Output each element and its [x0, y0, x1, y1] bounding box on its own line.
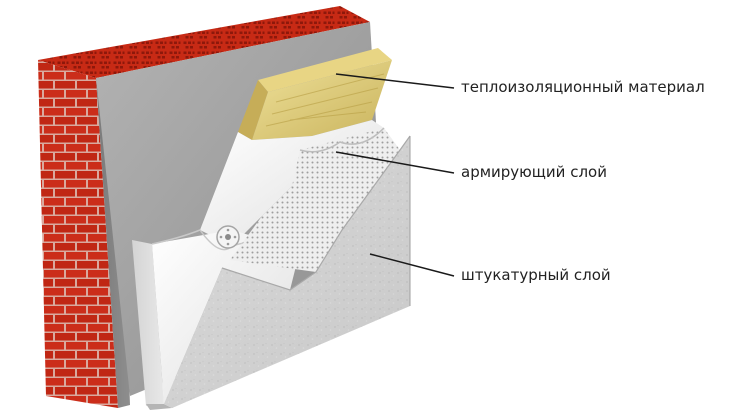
insulation-layer — [238, 48, 392, 140]
foam-board-lower-face — [152, 230, 300, 404]
brick-wall — [38, 6, 370, 408]
insulation-front — [238, 80, 268, 140]
label-insulation-material: теплоизоляционный материал — [461, 78, 705, 96]
mesh-surface — [230, 128, 400, 272]
leader-line-plaster — [369, 253, 455, 277]
anchor-dowel — [216, 225, 240, 249]
brick-wall-front — [38, 60, 118, 408]
plaster-layer — [146, 135, 411, 410]
label-plaster-layer: штукатурный слой — [461, 266, 611, 284]
insulation-face — [252, 60, 392, 140]
plaster-shade — [164, 136, 410, 408]
plaster-side — [146, 404, 172, 410]
leader-line-reinforcing — [335, 151, 455, 174]
foam-board-lower-side — [132, 240, 164, 406]
leader-line-insulation — [335, 73, 455, 89]
label-reinforcing-layer: армирующий слой — [461, 163, 607, 181]
brick-wall-shade — [38, 60, 118, 408]
brick-wall-top — [38, 6, 370, 78]
insulation-fiber-lines — [265, 73, 385, 127]
reinforcing-mesh-layer — [216, 127, 400, 272]
mesh-edge — [299, 127, 385, 153]
insulation-top — [258, 48, 392, 92]
callout-lines — [335, 73, 455, 277]
plaster-top-edge — [221, 135, 411, 291]
